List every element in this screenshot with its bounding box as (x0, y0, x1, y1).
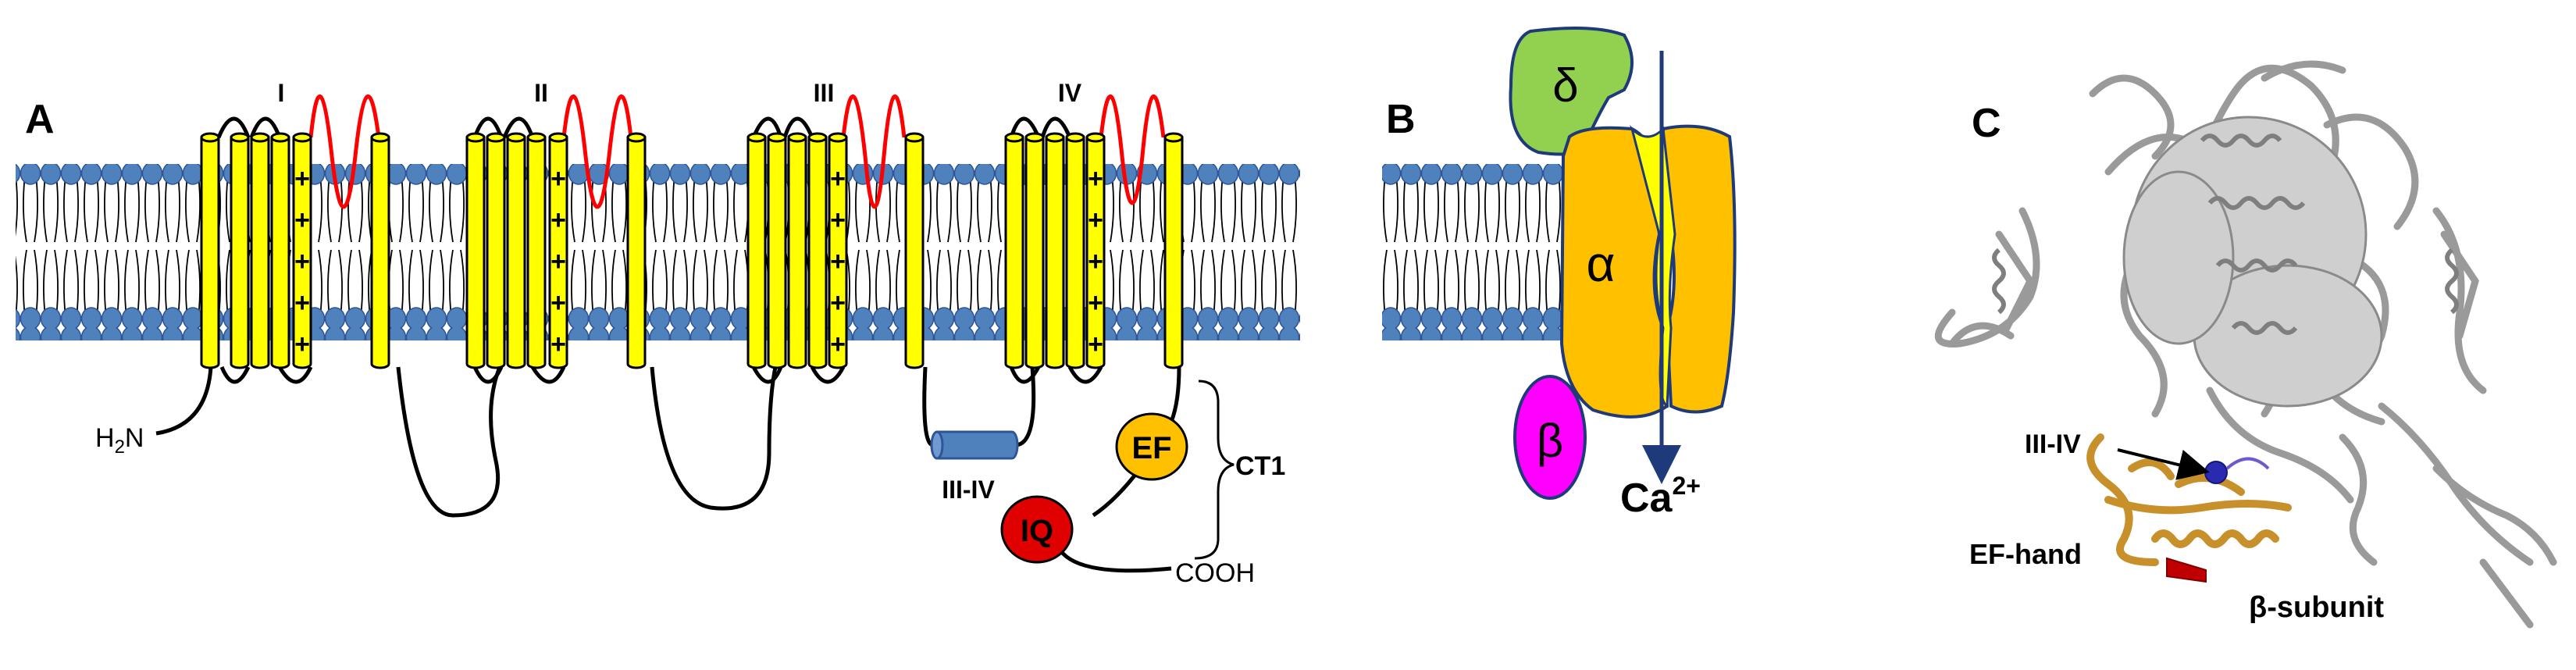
protein-helices-detail (1992, 134, 2459, 335)
plus-charge: + (294, 164, 310, 194)
plus-charge: + (550, 164, 566, 194)
domain-label-ii: II (534, 79, 548, 107)
domain-label-iii: III (814, 79, 835, 107)
alpha-symbol: α (1587, 236, 1616, 292)
domain-iii-helices (746, 132, 925, 369)
plus-charge: + (1088, 288, 1103, 318)
domain-iv-helices (1004, 132, 1184, 369)
ef-hand-region (2086, 433, 2292, 566)
iq-domain (1000, 495, 1074, 564)
iii-iv-linker-label: III-IV (942, 476, 995, 504)
domain-label-i: I (278, 79, 285, 107)
panel-c-linker-label: III-IV (2025, 429, 2081, 459)
ef-hand-label: EF-hand (1969, 538, 2082, 570)
domain-i-helices (200, 132, 390, 369)
domain-labels: I II III IV (278, 79, 1082, 107)
ct1-label: CT1 (1235, 451, 1285, 481)
panel-c: C (1934, 60, 2557, 629)
protein-core (2122, 116, 2383, 408)
plus-charge: + (830, 164, 846, 194)
panel-c-label: C (1972, 101, 2001, 146)
ef-label: EF (1131, 431, 1171, 465)
plus-charge: + (1088, 247, 1103, 276)
plus-charge: + (294, 288, 310, 318)
iii-iv-linker-strand (2225, 457, 2270, 470)
ion-label: Ca2+ (1620, 472, 1701, 521)
domain-ii-helices (465, 132, 647, 369)
s4-charges: + + + + + + + + + + + + + + + + + + + + (294, 164, 1103, 359)
panel-b: B δ α β Ca2+ (1382, 27, 1737, 521)
plus-charge: + (294, 205, 310, 235)
ct1-brace (1194, 380, 1235, 560)
cooh-label: COOH (1175, 558, 1255, 588)
plus-charge: + (294, 330, 310, 359)
pore-loops (308, 94, 1166, 209)
plus-charge: + (1088, 330, 1103, 359)
plus-charge: + (830, 205, 846, 235)
panel-a: A (16, 79, 1300, 588)
iii-iv-linker-site (2204, 461, 2228, 484)
plus-charge: + (830, 247, 846, 276)
panel-a-label: A (25, 97, 55, 142)
plus-charge: + (830, 288, 846, 318)
linker-pointer-arrow (2117, 448, 2210, 480)
beta-subunit-label: β-subunit (2249, 591, 2384, 624)
iii-iv-linker-helix (930, 430, 1019, 460)
plus-charge: + (294, 247, 310, 276)
plus-charge: + (830, 330, 846, 359)
ef-domain (1115, 412, 1188, 481)
iq-helix-red (2166, 557, 2207, 583)
beta-symbol: β (1537, 415, 1564, 467)
panel-b-label: B (1386, 97, 1416, 142)
plus-charge: + (1088, 205, 1103, 235)
plus-charge: + (550, 330, 566, 359)
plus-charge: + (1088, 164, 1103, 194)
iq-label: IQ (1021, 514, 1053, 548)
plus-charge: + (550, 288, 566, 318)
plus-charge: + (550, 205, 566, 235)
alpha-subunit (1559, 124, 1737, 419)
n-terminus-label: H2N (95, 423, 144, 458)
delta-symbol: δ (1552, 59, 1578, 112)
domain-label-iv: IV (1058, 79, 1082, 107)
plus-charge: + (550, 247, 566, 276)
beta-subunit (1513, 375, 1587, 500)
